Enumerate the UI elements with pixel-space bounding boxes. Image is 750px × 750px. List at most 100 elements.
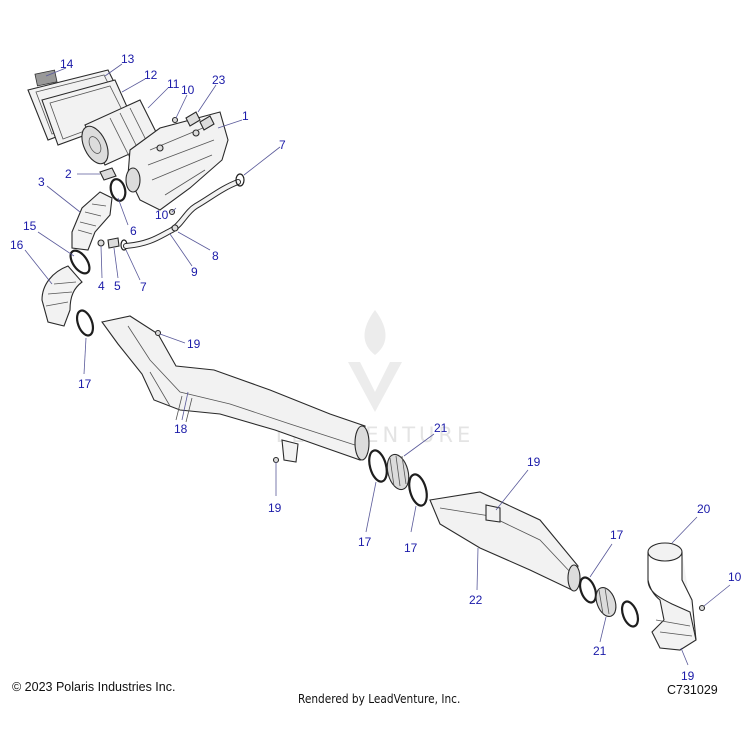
callout-10-top[interactable]: 10 [181,83,195,97]
part-11-filter-hole [88,136,102,154]
part-23-clip-b [199,115,215,131]
leader-9 [169,233,193,267]
callout-19-mid[interactable]: 19 [268,501,282,515]
part-20-elbow-body [647,552,697,651]
callout-16[interactable]: 16 [10,238,24,252]
leader-19c [495,469,529,511]
callout-5[interactable]: 5 [114,279,121,293]
part-18-duct-ribs [149,371,193,423]
part-21-coupler-b-body [595,587,617,617]
part-9-hose-fill [124,180,240,248]
part-20-top-opening [647,542,683,562]
part-3-intake-boot [71,191,113,251]
callout-labels: 14 13 12 11 10 23 1 7 2 3 6 10 8 9 15 16… [10,52,742,683]
callout-17-left[interactable]: 17 [78,377,92,391]
callout-19-right[interactable]: 19 [527,455,541,469]
callout-7-upper[interactable]: 7 [279,138,286,152]
callout-14[interactable]: 14 [60,57,74,71]
part-20-outlet-elbow [647,542,697,651]
leader-17a [83,337,87,375]
callout-11[interactable]: 11 [167,77,180,91]
callout-10-mid[interactable]: 10 [155,208,169,222]
leader-19a [159,333,186,344]
part-18-duct-crease [127,325,359,447]
leader-10c [703,584,731,607]
part-11-filter-end [81,125,109,165]
callout-17-mid-a[interactable]: 17 [358,535,372,549]
callout-2[interactable]: 2 [65,167,72,181]
callout-17-mid-b[interactable]: 17 [404,541,418,555]
leader-16 [24,249,53,285]
callout-17-right[interactable]: 17 [610,528,624,542]
part-17-clamp-b [368,449,388,483]
callout-7-lower[interactable]: 7 [140,280,147,294]
leader-21b [599,616,607,643]
part-22-duct-body [429,491,579,591]
callout-21-upper[interactable]: 21 [434,421,448,435]
part-19-screw-a [154,329,162,337]
v-logo-icon [348,362,402,412]
callout-15[interactable]: 15 [23,219,37,233]
leader-1 [217,119,243,129]
callout-18[interactable]: 18 [174,422,188,436]
part-22-duct-crease [439,507,573,575]
leader-7b [125,249,141,281]
part-18-main-duct [101,315,370,463]
leader-17c [410,505,417,533]
part-1-outlet [125,167,141,193]
leader-10b [171,207,177,213]
part-19-screw-b [272,456,280,464]
part-22-secondary-duct [429,491,581,592]
callout-19-upper[interactable]: 19 [187,337,201,351]
leader-11 [147,87,169,109]
callout-21-lower[interactable]: 21 [593,644,607,658]
part-8-clip [171,224,179,232]
part-7-clamp-upper [235,173,245,187]
part-18-mount-tab [281,439,299,463]
part-20-elbow-back [681,552,697,641]
leader-21a [403,433,435,457]
leader-7a [243,146,281,176]
callout-1[interactable]: 1 [242,109,249,123]
leader-13 [104,63,123,77]
part-20-elbow-ribs [655,619,693,637]
part-3-boot-ribs [77,203,107,235]
leader-20 [671,516,698,544]
part-10-screw-a [171,116,179,124]
leader-4 [100,245,103,279]
part-1-airbox-housing [125,111,229,211]
part-1-boss-b [192,129,200,137]
callout-23[interactable]: 23 [212,73,226,87]
rendered-by-credit: Rendered by LeadVenture, Inc. [298,692,461,706]
callout-12[interactable]: 12 [144,68,158,82]
callout-4[interactable]: 4 [98,279,105,293]
leader-22 [476,547,479,591]
part-18-duct-outlet [354,425,370,461]
leader-3 [46,185,81,213]
part-16-intake-elbow [41,265,83,327]
callout-20[interactable]: 20 [697,502,711,516]
leader-19d [680,647,689,666]
leader-10a [175,94,188,119]
copyright-notice: © 2023 Polaris Industries Inc. [12,680,176,694]
part-15-clamp [69,249,91,275]
callout-3[interactable]: 3 [38,175,45,189]
part-21-coupler-a [386,453,410,491]
callout-10-right[interactable]: 10 [728,570,742,584]
leader-12 [121,78,146,93]
part-3-boot-body [71,191,113,251]
callout-leaders [24,63,731,666]
part-21-clamp-b [620,600,640,628]
callout-9[interactable]: 9 [191,265,198,279]
diagram-code: C731029 [667,683,718,697]
callout-22[interactable]: 22 [469,593,483,607]
part-10-screw-c [698,604,706,612]
part-17-clamp-a [75,309,95,337]
leader-23 [197,84,217,113]
callout-13[interactable]: 13 [121,52,135,66]
callout-8[interactable]: 8 [212,249,219,263]
callout-19-lower[interactable]: 19 [681,669,695,683]
callout-6[interactable]: 6 [130,224,137,238]
